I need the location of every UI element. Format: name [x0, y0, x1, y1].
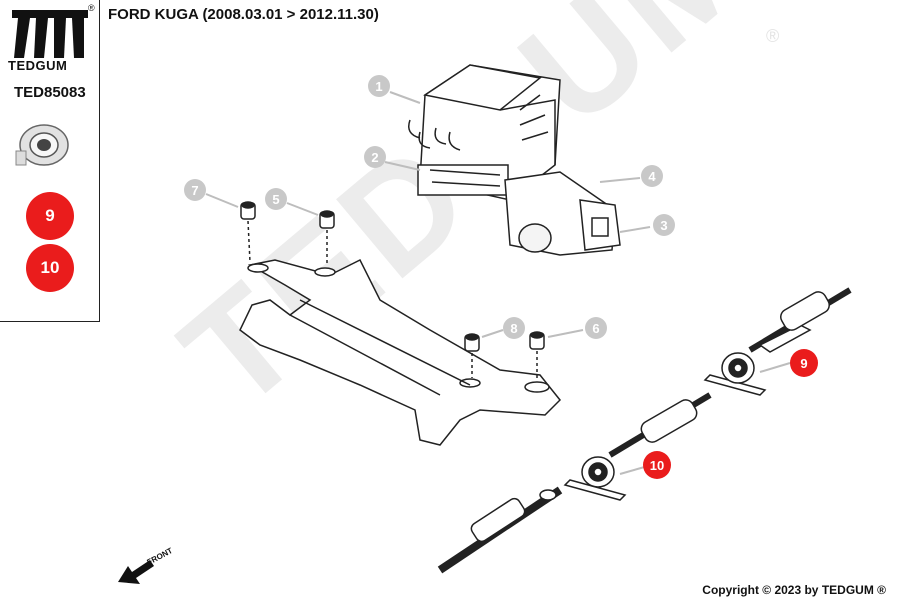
callout-9: 9 — [790, 349, 818, 377]
part-number: TED85083 — [14, 84, 86, 101]
watermark-registered: ® — [766, 26, 780, 46]
brand-name: TEDGUM — [8, 58, 68, 73]
center-bearing-10-icon — [563, 456, 627, 501]
callout-6: 6 — [585, 317, 607, 339]
page-title: FORD KUGA (2008.03.01 > 2012.11.30) — [108, 6, 379, 23]
bushings-drawing — [240, 201, 545, 380]
callout-5: 5 — [265, 188, 287, 210]
tedgum-logo-icon — [12, 10, 88, 58]
callout-3: 3 — [653, 214, 675, 236]
parts-diagram — [118, 64, 852, 584]
part-thumbnail-icon — [15, 124, 69, 166]
badge-9: 9 — [26, 192, 74, 240]
engine-drawing — [408, 64, 621, 256]
center-bearing-9-icon — [703, 352, 767, 396]
callout-4: 4 — [641, 165, 663, 187]
driveshaft-drawing — [437, 287, 852, 574]
callout-8: 8 — [503, 317, 525, 339]
badge-10: 10 — [26, 244, 74, 292]
callout-7: 7 — [184, 179, 206, 201]
registered-mark: ® — [88, 3, 95, 13]
callout-2: 2 — [364, 146, 386, 168]
front-arrow-icon — [118, 560, 154, 584]
callout-10: 10 — [643, 451, 671, 479]
callout-1: 1 — [368, 75, 390, 97]
sidebar: ® TEDGUM TED85083 9 10 — [0, 0, 100, 322]
copyright-text: Copyright © 2023 by TEDGUM ® — [702, 583, 886, 597]
subframe-drawing — [239, 258, 562, 446]
